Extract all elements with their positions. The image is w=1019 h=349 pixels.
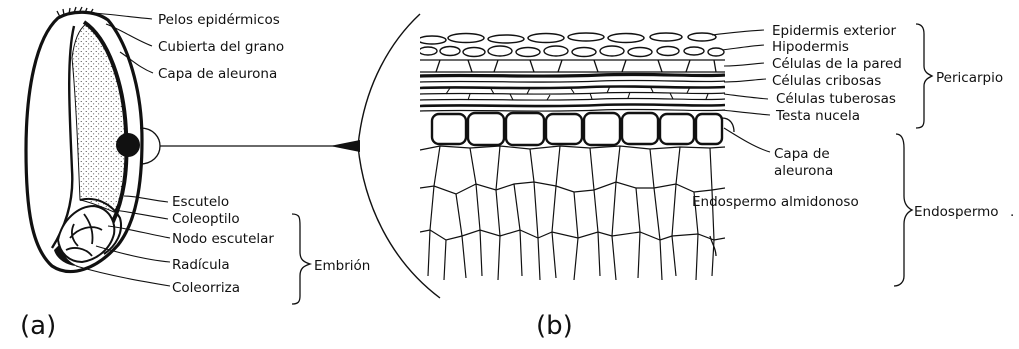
label-hipodermis: Hipodermis — [772, 39, 849, 55]
label-coleoptilo: Coleoptilo — [172, 211, 240, 227]
hypodermis-cells — [419, 46, 724, 57]
label-coleorriza: Coleorriza — [172, 280, 240, 296]
label-endospermo-almidonoso: Endospermo almidonoso — [692, 194, 859, 210]
leader-tuberosas — [724, 94, 768, 99]
leader-aleurona — [120, 52, 153, 73]
leader-hipodermis — [722, 45, 764, 50]
testa-layer — [420, 104, 725, 106]
magnifier-connector — [140, 14, 440, 298]
label-pelos-epidermicos: Pelos epidérmicos — [158, 12, 280, 28]
label-pericarpio: Pericarpio — [936, 70, 1003, 86]
inner-layer-line — [52, 26, 74, 248]
aleurone-cells — [432, 113, 722, 145]
leader-epidermis — [712, 30, 764, 35]
leader-escutelo — [124, 196, 168, 202]
testa-layer-inner — [420, 109, 725, 111]
tissue-section — [418, 33, 725, 280]
label-endospermo: Endospermo — [914, 204, 999, 220]
caption-a: (a) — [20, 311, 56, 341]
label-aleurona-b: aleurona — [774, 163, 833, 179]
wall-cells — [420, 60, 725, 72]
label-celulas-cribosas: Células cribosas — [772, 73, 881, 89]
cross-cell-bands — [420, 74, 725, 100]
epidermis-cells — [418, 33, 716, 44]
leader-pared — [724, 63, 764, 66]
leader-nodo — [108, 226, 170, 238]
label-cubierta-grano: Cubierta del grano — [158, 39, 284, 55]
bracket-arc — [358, 14, 440, 298]
label-nodo-escutelar: Nodo escutelar — [172, 231, 274, 247]
label-capa-de: Capa de — [774, 146, 830, 162]
leader-cubierta — [106, 24, 152, 46]
endosperm-region — [72, 24, 127, 212]
pericarpio-brace — [916, 24, 932, 128]
label-celulas-pared: Células de la pared — [772, 56, 902, 72]
leader-coleoptilo — [114, 210, 168, 219]
label-embrion: Embrión — [314, 258, 370, 274]
grain-drawing — [26, 7, 142, 271]
label-celulas-tuberosas: Células tuberosas — [776, 91, 896, 107]
connector-flare — [330, 140, 360, 152]
sample-spot — [116, 133, 140, 157]
label-testa-nucela: Testa nucela — [775, 108, 860, 124]
label-escutelo: Escutelo — [172, 194, 229, 210]
label-radicula: Radícula — [172, 257, 230, 273]
leader-cribosas — [724, 79, 766, 82]
label-epidermis-exterior: Epidermis exterior — [772, 23, 896, 39]
embrion-brace — [292, 214, 310, 304]
label-capa-aleurona-a: Capa de aleurona — [158, 66, 277, 82]
trailing-period: . — [1010, 204, 1014, 220]
endospermo-brace — [894, 134, 912, 286]
caption-b: (b) — [536, 311, 573, 341]
leader-coleorriza — [76, 266, 170, 286]
endosperm-cells — [420, 146, 725, 280]
leader-capa — [724, 128, 770, 152]
leader-testa — [722, 110, 770, 115]
